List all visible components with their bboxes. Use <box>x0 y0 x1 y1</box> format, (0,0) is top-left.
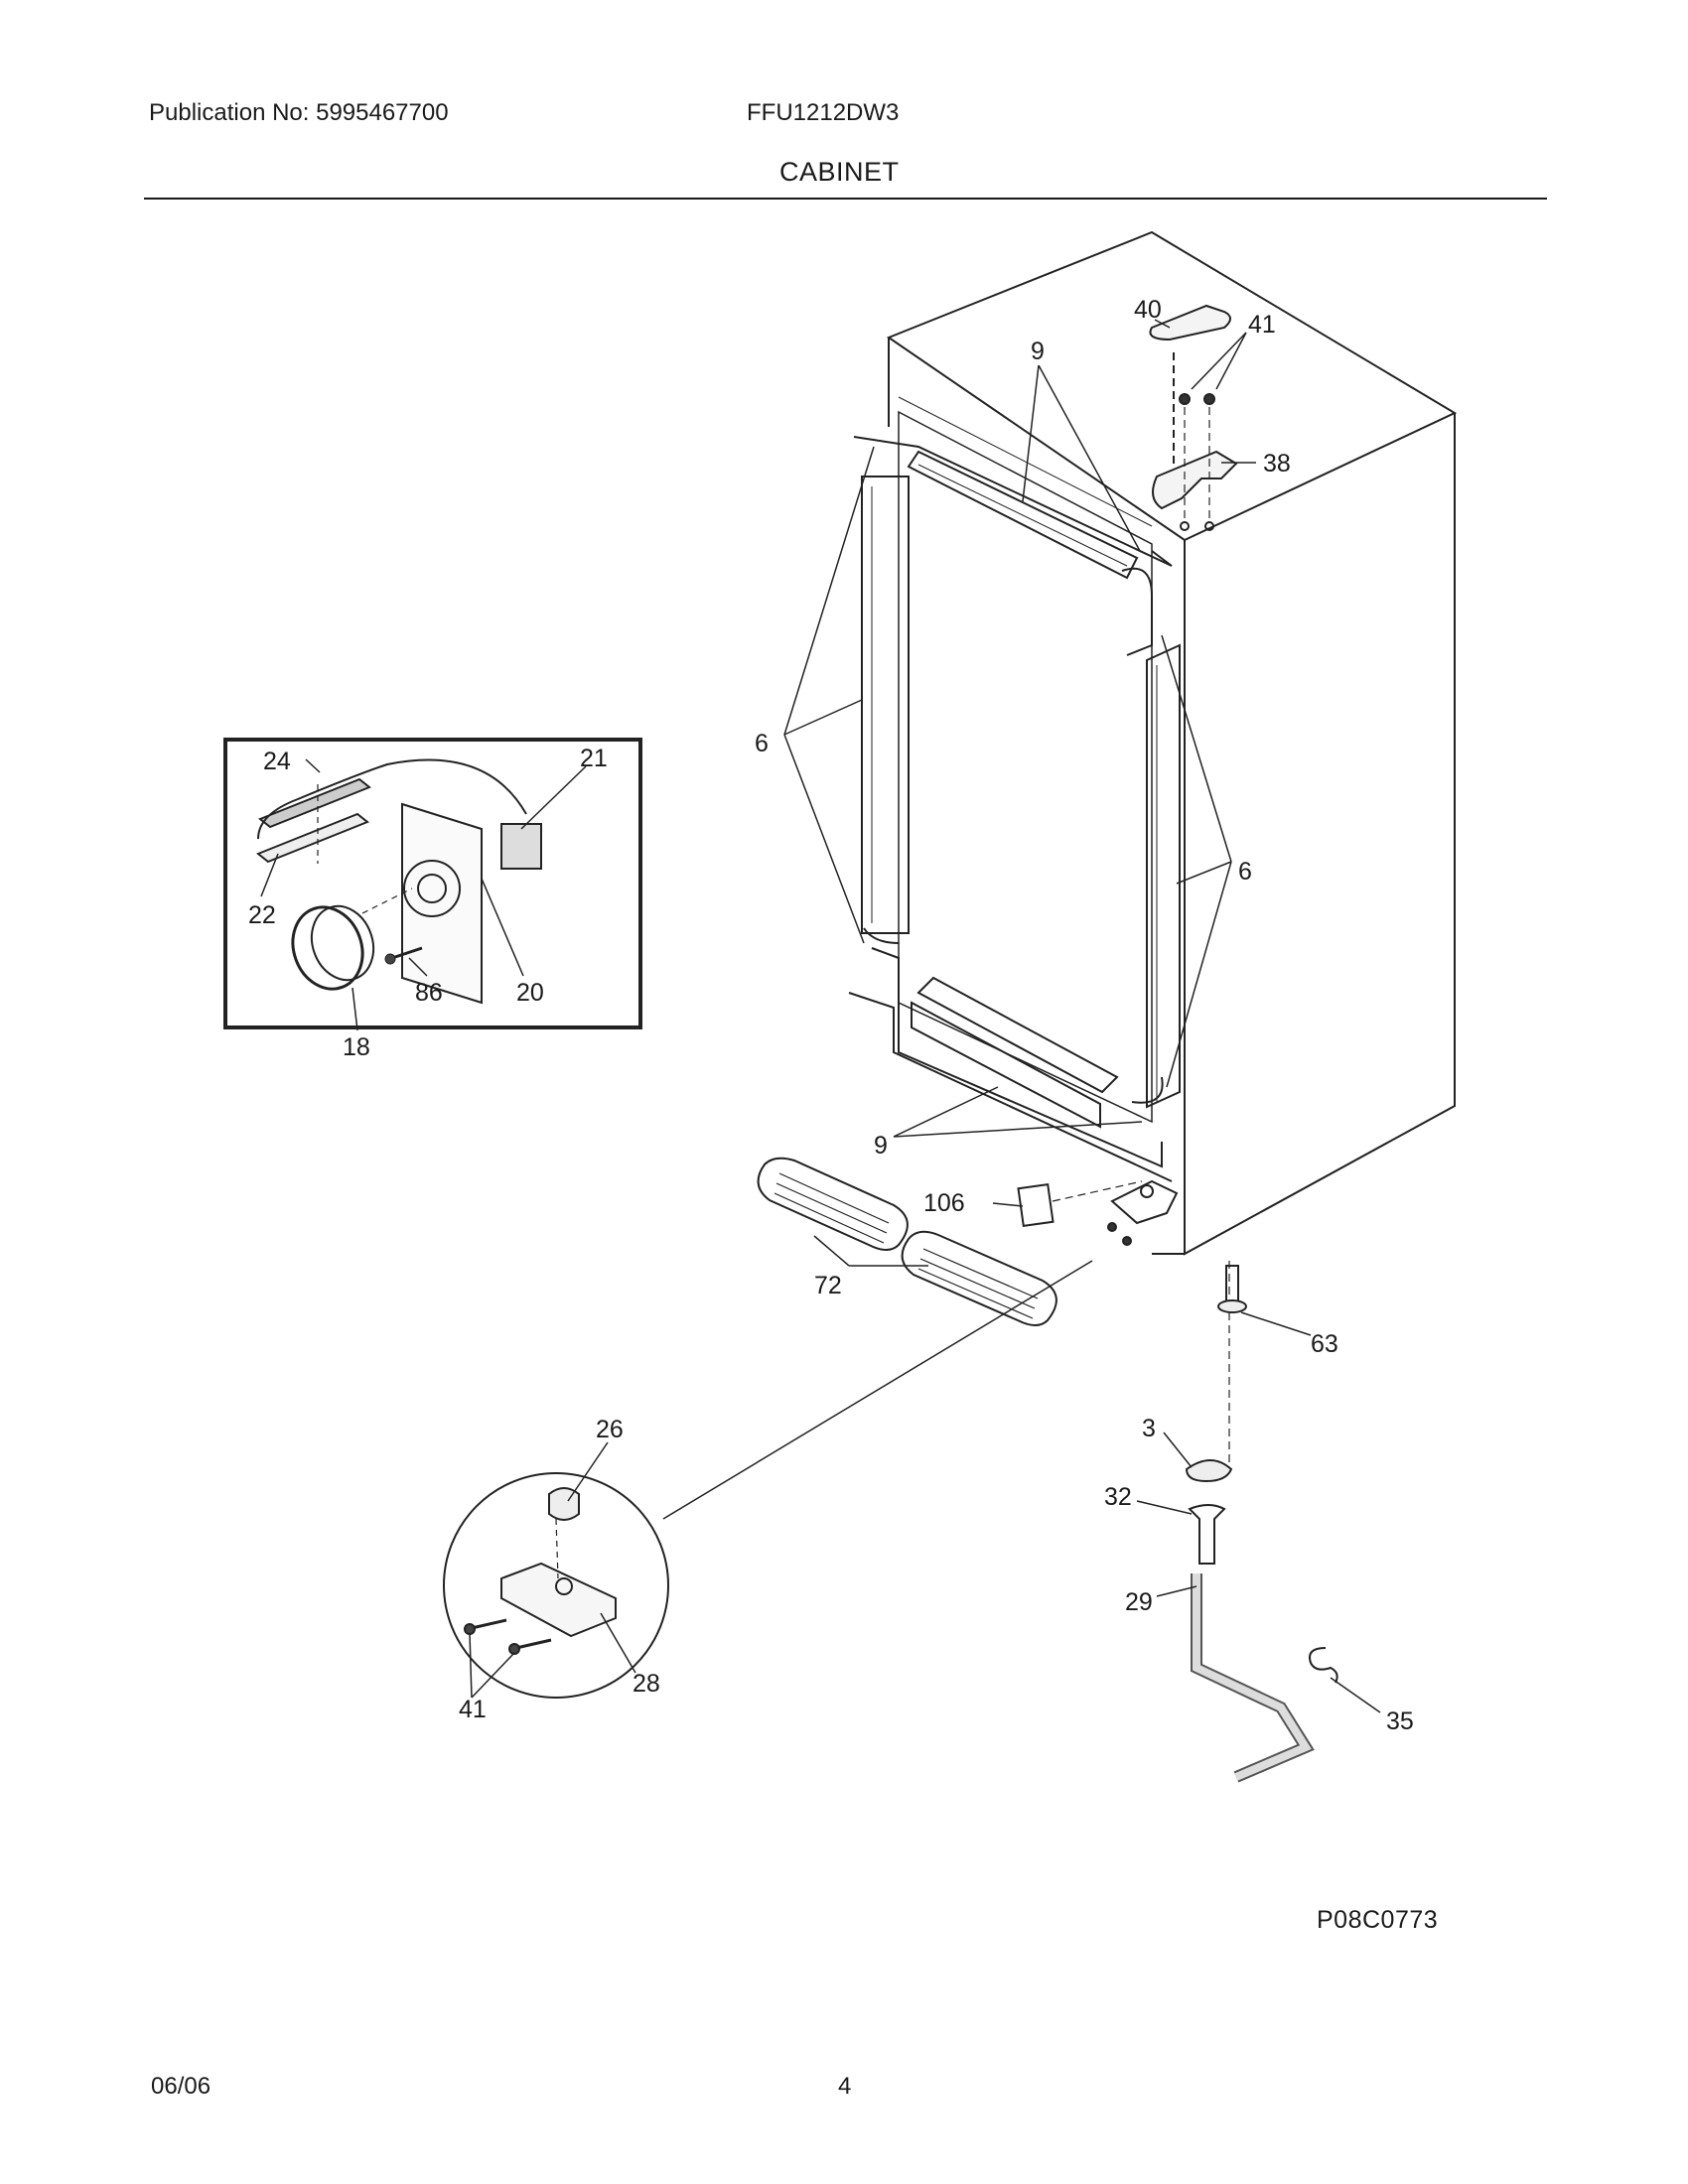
publication-number: Publication No: 5995467700 <box>149 99 449 126</box>
publication-date: 06/06 <box>151 2073 211 2100</box>
leader-lines <box>260 319 1381 1713</box>
callout-41-detail: 41 <box>459 1696 487 1723</box>
callout-32: 32 <box>1104 1483 1132 1511</box>
control-inset <box>223 738 642 1029</box>
bottom-hinge-parts <box>1017 1179 1179 1246</box>
callout-24: 24 <box>263 748 291 775</box>
callout-20: 20 <box>516 979 544 1007</box>
callout-35: 35 <box>1386 1707 1414 1735</box>
callout-9-top: 9 <box>1031 338 1045 365</box>
callout-72: 72 <box>814 1272 842 1299</box>
callout-6-left: 6 <box>755 730 769 757</box>
callout-40: 40 <box>1134 296 1162 324</box>
callout-41-top: 41 <box>1248 311 1276 339</box>
callouts: 40 41 38 9 6 6 9 106 72 63 3 32 29 35 26… <box>248 296 1414 1735</box>
callout-106: 106 <box>923 1189 965 1217</box>
page-number: 4 <box>838 2073 852 2100</box>
callout-21: 21 <box>580 745 608 772</box>
callout-29: 29 <box>1125 1588 1153 1616</box>
callout-28: 28 <box>633 1670 660 1698</box>
callout-86: 86 <box>415 979 443 1007</box>
callout-63: 63 <box>1311 1330 1338 1358</box>
top-hinge-assembly <box>1149 304 1238 531</box>
callout-22: 22 <box>248 901 276 929</box>
callout-6-right: 6 <box>1238 858 1252 886</box>
section-title: CABINET <box>779 157 900 187</box>
hinge-detail-circle <box>443 1260 1093 1699</box>
callout-26: 26 <box>596 1416 624 1443</box>
callout-3: 3 <box>1142 1415 1156 1442</box>
figure-id: P08C0773 <box>1317 1906 1439 1934</box>
leveling-and-drain-parts <box>1185 1261 1338 1783</box>
vent-grilles <box>757 1157 1057 1326</box>
callout-9-bottom: 9 <box>874 1132 888 1160</box>
header-rule <box>144 198 1547 200</box>
callout-38: 38 <box>1263 450 1291 478</box>
cabinet-body <box>848 230 1458 1256</box>
model-number: FFU1212DW3 <box>747 99 900 126</box>
callout-18: 18 <box>343 1033 370 1061</box>
